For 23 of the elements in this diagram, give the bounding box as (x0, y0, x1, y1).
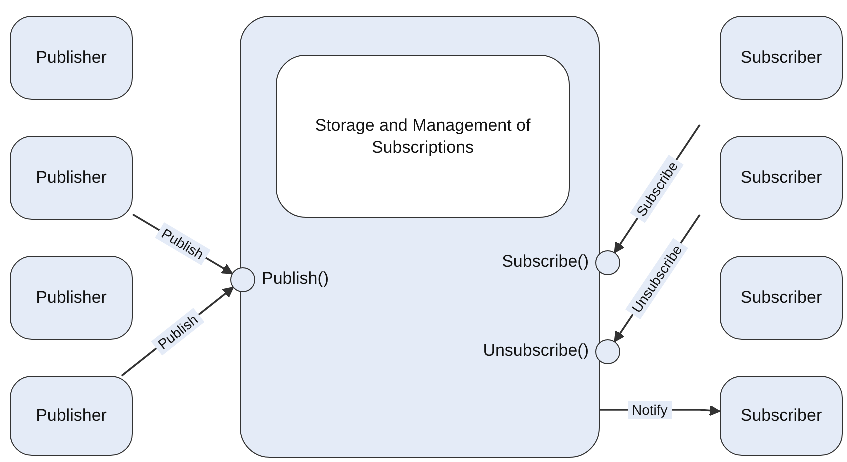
component-box (10, 256, 133, 340)
component-box (276, 55, 570, 218)
edge-label: Notify (628, 401, 672, 419)
component-box (720, 136, 843, 220)
box-label: Publisher (36, 287, 107, 309)
component-box (10, 376, 133, 456)
box-label: Subscriber (740, 405, 822, 427)
port-label: Publish() (262, 268, 330, 290)
box-label: Publisher (36, 47, 107, 69)
component-box (720, 376, 843, 456)
component-box (720, 256, 843, 340)
component-box (10, 136, 133, 220)
box-label: Publisher (36, 167, 107, 189)
port-label: Subscribe() (502, 251, 589, 273)
box-label: Storage and Management of Subscriptions (314, 114, 532, 158)
container-box (240, 16, 600, 458)
component-box (720, 16, 843, 100)
box-label: Subscriber (740, 47, 822, 69)
box-label: Subscriber (740, 167, 822, 189)
box-label: Subscriber (740, 287, 822, 309)
component-box (10, 16, 133, 100)
box-label: Publisher (36, 405, 107, 427)
port-label: Unsubscribe() (483, 340, 589, 362)
